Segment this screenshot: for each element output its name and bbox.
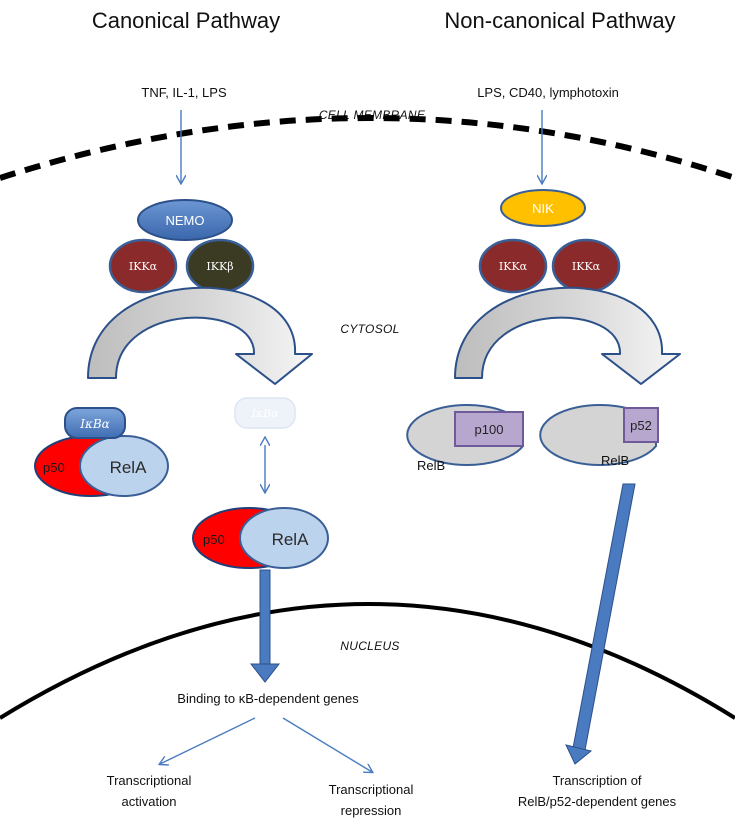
p50-nuclear-label: p50 — [203, 532, 225, 547]
ikba-label: IκBα — [79, 417, 110, 431]
nik-label: NIK — [532, 201, 554, 216]
activation-label-line2: activation — [122, 794, 177, 809]
binding-label: Binding to κB-dependent genes — [177, 691, 359, 706]
nemo-label: NEMO — [166, 213, 205, 228]
activation-arrow — [160, 717, 256, 764]
nik-complex: NIK IKKα IKKα — [478, 189, 621, 294]
ikba-p50-rela-complex: p50 RelA IκBα — [34, 407, 169, 497]
p50-label: p50 — [43, 460, 65, 475]
noncanonical-stimuli: LPS, CD40, lymphotoxin — [477, 85, 619, 100]
nucleus-label: NUCLEUS — [340, 639, 399, 653]
repression-label-line2: repression — [341, 803, 402, 818]
noncanonical-title: Non-canonical Pathway — [444, 8, 675, 33]
rela-nuclear-import-arrow — [249, 569, 281, 683]
degraded-ikba-protein — [234, 397, 296, 429]
relb-label-2: RelB — [601, 453, 629, 468]
ikk-alpha-protein-1 — [478, 238, 548, 294]
relb-p100-complex: p100 RelB — [406, 404, 524, 473]
relb-transcription-label-line1: Transcription of — [552, 773, 641, 788]
ikk-alpha-label-2: IKKα — [572, 260, 601, 273]
nuclear-membrane — [0, 602, 735, 720]
ikk-beta-label: IKKβ — [206, 260, 233, 273]
rela-label: RelA — [110, 458, 148, 477]
p52-protein — [623, 407, 659, 443]
repression-label-line1: Transcriptional — [329, 782, 414, 797]
rela-protein — [79, 435, 169, 497]
ikk-alpha-label: IKKα — [129, 260, 158, 273]
nemo-protein — [137, 199, 233, 241]
degraded-ikba-label: IκBα — [250, 407, 279, 420]
rela-nuclear-protein — [239, 507, 329, 569]
free-p50-rela-complex: p50 RelA — [192, 507, 329, 569]
relb-transcription-label-line2: RelB/p52-dependent genes — [518, 794, 677, 809]
nik-protein — [500, 189, 586, 227]
cytosol-label: CYTOSOL — [340, 322, 399, 336]
cell-membrane — [0, 115, 735, 181]
p100-protein — [454, 411, 524, 447]
canonical-curved-arrow — [87, 286, 313, 385]
relb-p52-nuclear-import-arrow — [565, 483, 636, 765]
ikba-protein — [64, 407, 126, 439]
p52-label: p52 — [630, 418, 652, 433]
canonical-title: Canonical Pathway — [92, 8, 280, 33]
noncanonical-curved-arrow — [454, 286, 681, 385]
canonical-stimuli: TNF, IL-1, LPS — [141, 85, 227, 100]
relb-p52-complex: p52 RelB — [539, 404, 659, 468]
activation-label-line1: Transcriptional — [107, 773, 192, 788]
relb-label: RelB — [417, 458, 445, 473]
repression-arrow — [282, 717, 372, 772]
ikk-alpha-protein — [108, 238, 178, 294]
ikk-alpha-label-1: IKKα — [499, 260, 528, 273]
rela-nuclear-label: RelA — [272, 530, 310, 549]
p100-label: p100 — [475, 422, 504, 437]
nemo-complex: NEMO IKKα IKKβ — [108, 199, 255, 294]
